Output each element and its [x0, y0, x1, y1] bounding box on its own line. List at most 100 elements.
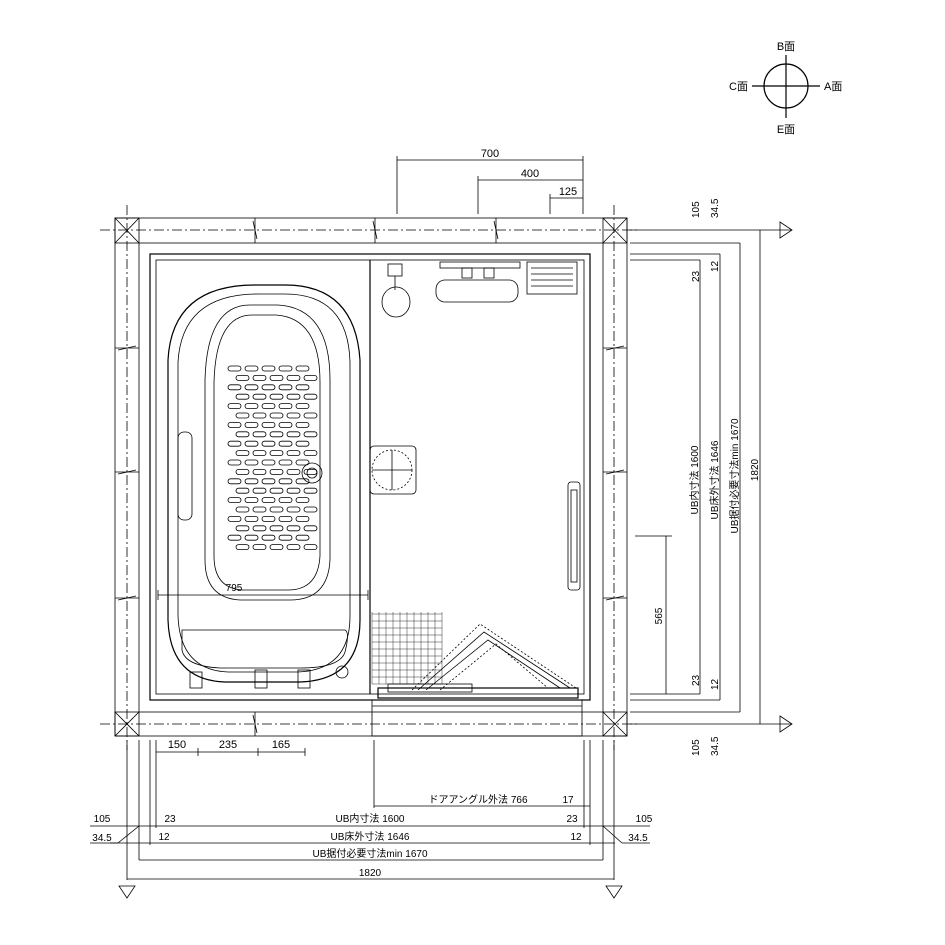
anti-slip-slot: [286, 450, 301, 457]
anti-slip-slot: [252, 544, 267, 550]
dim-105-bottom-label: 105: [691, 739, 702, 756]
dim-150-label: 150: [168, 739, 186, 751]
dim-total-1820-label: 1820: [750, 458, 761, 481]
anti-slip-slot: [295, 478, 310, 485]
dim-105-right-label: 105: [636, 814, 653, 825]
anti-slip-slot: [261, 384, 276, 391]
anti-slip-slot: [303, 544, 318, 550]
anti-slip-slot: [303, 431, 318, 438]
bathtub-outer-rim: [167, 284, 361, 683]
compass-label-left: C面: [729, 81, 748, 93]
anti-slip-slot: [261, 478, 276, 485]
anti-slip-slot: [303, 374, 318, 381]
anti-slip-slot: [227, 403, 242, 410]
anti-slip-slot: [286, 525, 301, 532]
anti-slip-slot: [286, 487, 301, 494]
anti-slip-slot: [261, 534, 276, 541]
dim-34-top-label: 34.5: [710, 198, 721, 218]
bathtub-foot-3: [297, 669, 311, 689]
anti-slip-slot: [235, 544, 250, 550]
anti-slip-slot: [286, 393, 301, 400]
dim-23-right-label: 23: [566, 814, 578, 825]
dim-235-label: 235: [219, 739, 237, 751]
anti-slip-slot: [269, 374, 284, 381]
right-end-marker-bottom: [779, 715, 793, 733]
anti-slip-slot: [278, 459, 293, 466]
anti-slip-slot: [295, 384, 310, 391]
anti-slip-slot: [261, 403, 276, 410]
bathtub-inner-rim: [177, 293, 351, 673]
faucet-mixer: [435, 261, 521, 303]
anti-slip-slot: [252, 374, 267, 381]
compass-label-top: B面: [777, 41, 795, 53]
anti-slip-slot: [252, 412, 267, 419]
anti-slip-slot: [227, 384, 242, 391]
anti-slip-slot: [244, 421, 259, 428]
dim-install-1670-bottom-label: UB据付必要寸法min 1670: [312, 847, 427, 860]
anti-slip-slot: [252, 393, 267, 400]
anti-slip-slot: [295, 534, 310, 541]
anti-slip-slot: [261, 421, 276, 428]
anti-slip-slot: [235, 506, 250, 513]
bathtub-basin: [204, 304, 331, 601]
bottom-end-marker-left: [118, 885, 136, 899]
dim-565-label: 565: [654, 607, 665, 624]
towel-bar: [567, 481, 581, 591]
anti-slip-slot: [261, 365, 276, 372]
anti-slip-slot: [278, 440, 293, 447]
door-swing-path-inner: [439, 643, 549, 691]
anti-slip-slot: [286, 374, 301, 381]
wall-inner-outline: [138, 242, 604, 713]
dim-total-1820-bottom-label: 1820: [359, 868, 382, 879]
anti-slip-slot: [252, 468, 267, 475]
anti-slip-slot: [235, 525, 250, 532]
dim-400-label: 400: [521, 168, 539, 180]
anti-slip-slot: [286, 431, 301, 438]
shelf-rack: [526, 261, 578, 295]
bathtub-overflow: [335, 665, 349, 679]
bathtub-drain: [301, 462, 323, 484]
anti-slip-slot: [278, 478, 293, 485]
dim-outer-1646-bottom-label: UB床外寸法 1646: [331, 830, 410, 843]
anti-slip-slot: [244, 384, 259, 391]
anti-slip-slot: [252, 431, 267, 438]
anti-slip-slot: [235, 450, 250, 457]
anti-slip-slot: [269, 412, 284, 419]
anti-slip-slot: [227, 459, 242, 466]
dim-125-label: 125: [559, 186, 577, 198]
anti-slip-slot: [269, 544, 284, 550]
bathtub: [167, 284, 361, 689]
bathtub-basin-inner: [213, 314, 321, 591]
anti-slip-slot: [286, 412, 301, 419]
door-panel-outline-1: [417, 631, 571, 691]
anti-slip-slot: [252, 525, 267, 532]
corner-post-top-left: [114, 217, 140, 244]
door-track: [387, 683, 473, 693]
anti-slip-slot: [295, 440, 310, 447]
anti-slip-slot: [303, 506, 318, 513]
compass: B面 C面 A面 E面: [729, 41, 842, 136]
dim-tub-width-label: 795: [226, 583, 243, 594]
anti-slip-slot: [303, 468, 318, 475]
wall-frame: [100, 205, 640, 750]
dim-install-1670-label: UB据付必要寸法min 1670: [728, 418, 741, 533]
anti-slip-slot: [278, 497, 293, 504]
dim-12-bottom-label: 12: [710, 678, 721, 690]
anti-slip-slot: [286, 506, 301, 513]
dim-23-left-label: 23: [164, 814, 176, 825]
door-swing-path: [411, 623, 577, 691]
dim-23-bottom-label: 23: [691, 674, 702, 686]
anti-slip-slot: [252, 506, 267, 513]
anti-slip-slot: [244, 516, 259, 522]
anti-slip-slot: [303, 525, 318, 532]
dim-12-right-label: 12: [570, 832, 582, 843]
bathtub-grip: [177, 431, 193, 521]
anti-slip-slot: [295, 516, 310, 522]
anti-slip-slot: [303, 412, 318, 419]
anti-slip-slot: [295, 459, 310, 466]
dim-34-bottom-label: 34.5: [710, 736, 721, 756]
anti-slip-slot: [261, 497, 276, 504]
dim-23-top-label: 23: [691, 270, 702, 282]
bathtub-seat: [181, 629, 348, 669]
